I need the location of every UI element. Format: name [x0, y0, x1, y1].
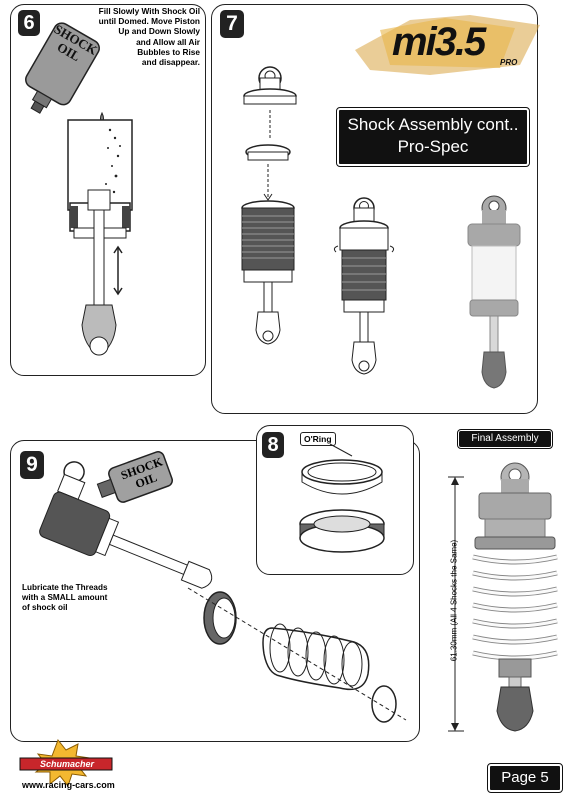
section-title-box: Shock Assembly cont.. Pro-Spec [336, 107, 530, 167]
website-link[interactable]: www.racing-cars.com [22, 780, 115, 790]
final-assembly-shock-illustration [472, 462, 558, 732]
step-7-rendered-shock-illustration [467, 195, 521, 389]
step-7-assembled-shock-illustration [333, 197, 395, 375]
step-6-shock-body-illustration [67, 119, 133, 356]
page-number: Page 5 [487, 763, 563, 793]
section-title: Shock Assembly cont.. [347, 115, 519, 134]
step-9-note: Lubricate the Threads with a SMALL amoun… [22, 583, 108, 613]
final-assembly-label: Final Assembly [457, 429, 553, 449]
step-8-number: 8 [262, 432, 284, 458]
step-6-instructions: Fill Slowly With Shock Oil until Domed. … [98, 6, 200, 68]
dimension-label: 61.30mm (All 4 Shocks the Same) [449, 539, 459, 662]
step-9-number: 9 [20, 451, 44, 479]
step-9-oil-bottle-illustration [96, 451, 173, 503]
section-subtitle: Pro-Spec [397, 137, 469, 156]
dimension-line [448, 476, 464, 732]
mi35-logo: mi3.5 PRO [350, 10, 550, 80]
step-6-number: 6 [18, 10, 40, 36]
step-8-oring-illustration [299, 443, 385, 553]
step-7-number: 7 [220, 10, 244, 38]
oring-label: O'Ring [300, 432, 336, 446]
schumacher-logo: Schumacher [18, 738, 114, 788]
step-7-exploded-shock-illustration [241, 66, 297, 345]
shock-oil-bottle-illustration [25, 22, 104, 124]
step-9-exploded-assembly-illustration [39, 461, 407, 723]
